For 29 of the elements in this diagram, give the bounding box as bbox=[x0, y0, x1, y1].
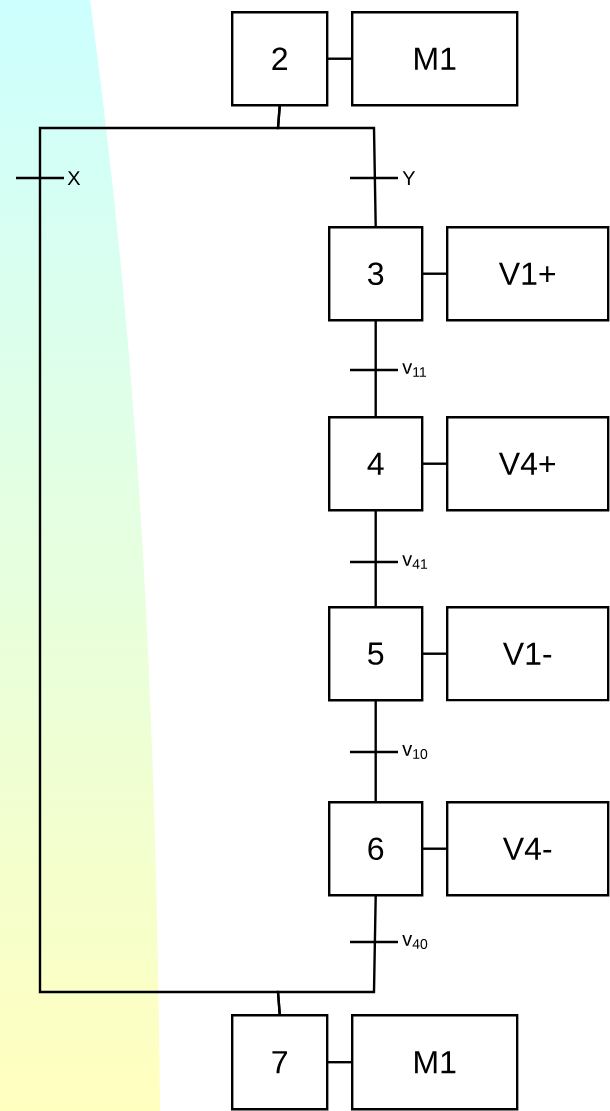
step-box: 4 bbox=[328, 416, 424, 512]
link-line bbox=[422, 847, 448, 850]
link-line bbox=[374, 510, 377, 608]
transition-label: X bbox=[67, 171, 81, 185]
link-line bbox=[327, 57, 353, 60]
action-box: M1 bbox=[351, 1014, 519, 1111]
transition-label: Y bbox=[402, 171, 416, 185]
action-box: V1+ bbox=[446, 226, 610, 322]
link-line bbox=[422, 652, 448, 655]
link-line bbox=[374, 320, 377, 418]
action-box: V1- bbox=[446, 606, 610, 702]
step-box: 6 bbox=[328, 801, 424, 897]
transition-label: v$_{41}$ bbox=[402, 555, 428, 569]
link-line bbox=[327, 1061, 353, 1064]
transition-label: v$_{10}$ bbox=[402, 745, 428, 759]
transition-label: v$_{40}$ bbox=[402, 935, 428, 949]
step-box: 3 bbox=[328, 226, 424, 322]
link-line bbox=[276, 105, 377, 228]
link-line bbox=[422, 272, 448, 275]
link-line bbox=[374, 700, 377, 803]
step-box: 2 bbox=[231, 11, 329, 107]
transition-label: v$_{11}$ bbox=[402, 363, 427, 377]
link-line bbox=[276, 895, 377, 1016]
action-box: V4+ bbox=[446, 416, 610, 512]
action-box: V4- bbox=[446, 801, 610, 897]
action-box: M1 bbox=[351, 11, 519, 107]
step-box: 5 bbox=[328, 606, 424, 702]
step-box: 7 bbox=[231, 1014, 329, 1111]
link-line bbox=[422, 462, 448, 465]
